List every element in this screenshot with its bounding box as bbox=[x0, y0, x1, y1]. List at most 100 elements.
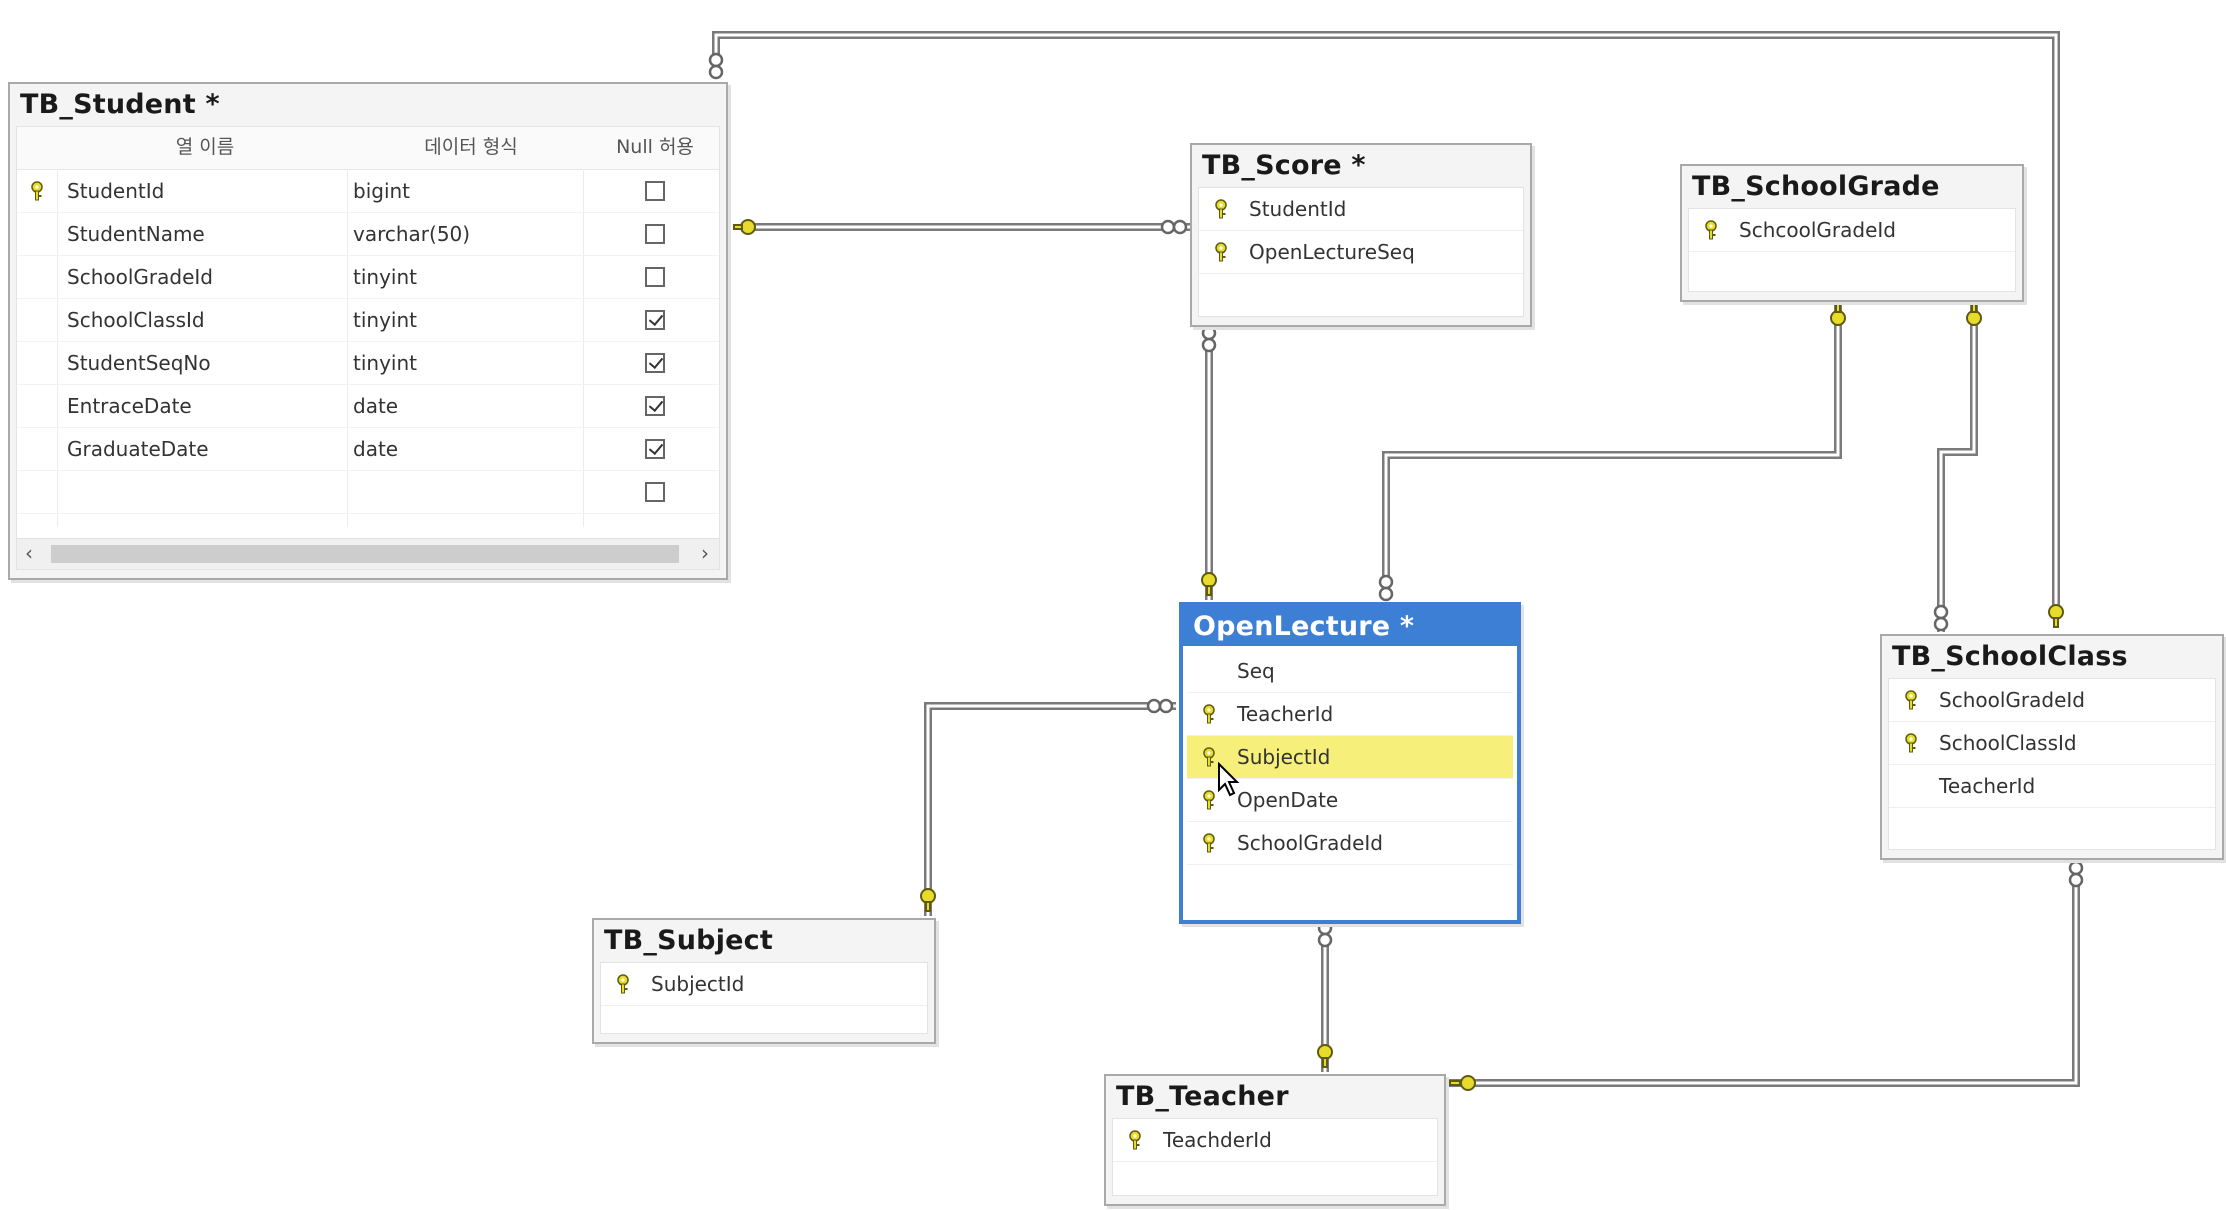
table-tb-teacher[interactable]: TB_Teacher TeachderId bbox=[1104, 1074, 1446, 1206]
one-end-key-icon bbox=[733, 219, 756, 235]
column-name: OpenLectureSeq bbox=[1249, 240, 1415, 264]
column-name: SchoolClassId bbox=[1939, 731, 2077, 755]
grid-divider bbox=[583, 169, 584, 527]
rel-schoolgrade-openlecture bbox=[1382, 300, 1842, 600]
data-type-cell[interactable]: bigint bbox=[353, 179, 411, 203]
column-list: SchcoolGradeId bbox=[1688, 208, 2016, 292]
header-data-type[interactable]: 데이터 형식 bbox=[424, 136, 518, 158]
table-title[interactable]: OpenLecture * bbox=[1183, 606, 1517, 646]
table-tb-student[interactable]: TB_Student * 열 이름 데이터 형식 Null 허용 Student… bbox=[8, 82, 728, 580]
column-list: SubjectId bbox=[600, 962, 928, 1034]
column-row[interactable]: OpenDate bbox=[1187, 779, 1513, 822]
grid-row[interactable]: StudentId bigint bbox=[17, 170, 719, 213]
many-end-icon bbox=[1317, 920, 1333, 948]
column-list: TeachderId bbox=[1112, 1118, 1438, 1196]
table-title[interactable]: TB_Subject bbox=[604, 925, 773, 956]
column-name-cell[interactable]: GraduateDate bbox=[67, 437, 209, 461]
column-row[interactable]: Seq bbox=[1187, 650, 1513, 693]
grid-row[interactable]: SchoolClassId tinyint bbox=[17, 299, 719, 342]
data-type-cell[interactable]: tinyint bbox=[353, 265, 417, 289]
many-end-icon bbox=[2068, 860, 2084, 888]
grid-divider bbox=[347, 169, 348, 527]
one-end-key-icon bbox=[1317, 1044, 1333, 1068]
data-type-cell[interactable]: tinyint bbox=[353, 351, 417, 375]
primary-key-icon bbox=[29, 181, 45, 205]
many-end-icon bbox=[1160, 219, 1188, 235]
column-name: SchoolGradeId bbox=[1237, 831, 1383, 855]
allow-null-checkbox[interactable] bbox=[645, 439, 665, 459]
column-row[interactable]: SchoolGradeId bbox=[1889, 679, 2215, 722]
column-row[interactable]: SchoolClassId bbox=[1889, 722, 2215, 765]
horizontal-scrollbar[interactable]: ‹ › bbox=[17, 538, 719, 569]
one-end-key-icon bbox=[920, 888, 936, 912]
data-type-cell[interactable]: tinyint bbox=[353, 308, 417, 332]
header-column-name[interactable]: 열 이름 bbox=[175, 136, 235, 158]
many-end-icon bbox=[1146, 698, 1174, 714]
primary-key-icon bbox=[1213, 242, 1229, 262]
column-name-cell[interactable]: StudentId bbox=[67, 179, 165, 203]
grid-row[interactable]: StudentName varchar(50) bbox=[17, 213, 719, 256]
allow-null-checkbox[interactable] bbox=[645, 482, 665, 502]
scroll-left-icon[interactable]: ‹ bbox=[25, 541, 33, 565]
primary-key-icon bbox=[1213, 199, 1229, 219]
column-name-cell[interactable]: SchoolGradeId bbox=[67, 265, 213, 289]
column-name: SubjectId bbox=[1237, 745, 1331, 769]
column-name: Seq bbox=[1237, 659, 1275, 683]
many-end-icon bbox=[708, 52, 724, 80]
table-title[interactable]: TB_Score * bbox=[1202, 150, 1366, 181]
table-title[interactable]: TB_Student * bbox=[20, 89, 220, 120]
column-name-cell[interactable]: StudentName bbox=[67, 222, 205, 246]
column-row[interactable]: SchcoolGradeId bbox=[1689, 209, 2015, 252]
scroll-thumb[interactable] bbox=[51, 545, 679, 563]
column-row[interactable]: TeachderId bbox=[1113, 1119, 1437, 1162]
grid-row[interactable]: StudentSeqNo tinyint bbox=[17, 342, 719, 385]
one-end-key-icon bbox=[1449, 1075, 1476, 1091]
column-row[interactable]: TeacherId bbox=[1889, 765, 2215, 808]
grid-row[interactable]: GraduateDate date bbox=[17, 428, 719, 471]
column-row[interactable]: SchoolGradeId bbox=[1187, 822, 1513, 865]
column-name: TeachderId bbox=[1163, 1128, 1272, 1152]
column-name-cell[interactable]: StudentSeqNo bbox=[67, 351, 211, 375]
data-type-cell[interactable]: date bbox=[353, 437, 399, 461]
one-end-key-icon bbox=[1966, 303, 1982, 326]
column-name-cell[interactable]: EntraceDate bbox=[67, 394, 192, 418]
allow-null-checkbox[interactable] bbox=[645, 353, 665, 373]
primary-key-icon bbox=[1127, 1130, 1143, 1150]
grid-row[interactable]: SchoolGradeId tinyint bbox=[17, 256, 719, 299]
allow-null-checkbox[interactable] bbox=[645, 267, 665, 287]
data-type-cell[interactable]: varchar(50) bbox=[353, 222, 471, 246]
table-tb-schoolgrade[interactable]: TB_SchoolGrade SchcoolGradeId bbox=[1680, 164, 2024, 302]
column-name: StudentId bbox=[1249, 197, 1347, 221]
allow-null-checkbox[interactable] bbox=[645, 396, 665, 416]
table-title[interactable]: TB_SchoolClass bbox=[1892, 641, 2128, 672]
primary-key-icon bbox=[615, 974, 631, 994]
column-row[interactable]: OpenLectureSeq bbox=[1199, 231, 1523, 274]
allow-null-checkbox[interactable] bbox=[645, 181, 665, 201]
column-name-cell[interactable]: SchoolClassId bbox=[67, 308, 205, 332]
grid-row[interactable]: EntraceDate date bbox=[17, 385, 719, 428]
allow-null-checkbox[interactable] bbox=[645, 224, 665, 244]
scroll-right-icon[interactable]: › bbox=[701, 541, 709, 565]
primary-key-icon bbox=[1201, 704, 1217, 724]
table-tb-subject[interactable]: TB_Subject SubjectId bbox=[592, 918, 936, 1044]
one-end-key-icon bbox=[1830, 303, 1846, 326]
allow-null-checkbox[interactable] bbox=[645, 310, 665, 330]
table-title[interactable]: TB_Teacher bbox=[1116, 1081, 1289, 1112]
grid-row[interactable] bbox=[17, 471, 719, 514]
column-row[interactable]: SubjectId bbox=[1187, 736, 1513, 779]
column-row[interactable]: StudentId bbox=[1199, 188, 1523, 231]
mouse-cursor-icon bbox=[1218, 762, 1240, 797]
column-row[interactable]: SubjectId bbox=[601, 963, 927, 1006]
many-end-icon bbox=[1201, 325, 1217, 353]
grid-header: 열 이름 데이터 형식 Null 허용 bbox=[17, 127, 719, 170]
table-title[interactable]: TB_SchoolGrade bbox=[1692, 171, 1940, 202]
data-type-cell[interactable]: date bbox=[353, 394, 399, 418]
header-allow-null[interactable]: Null 허용 bbox=[616, 136, 694, 158]
column-row[interactable]: TeacherId bbox=[1187, 693, 1513, 736]
grid-divider bbox=[57, 169, 58, 527]
